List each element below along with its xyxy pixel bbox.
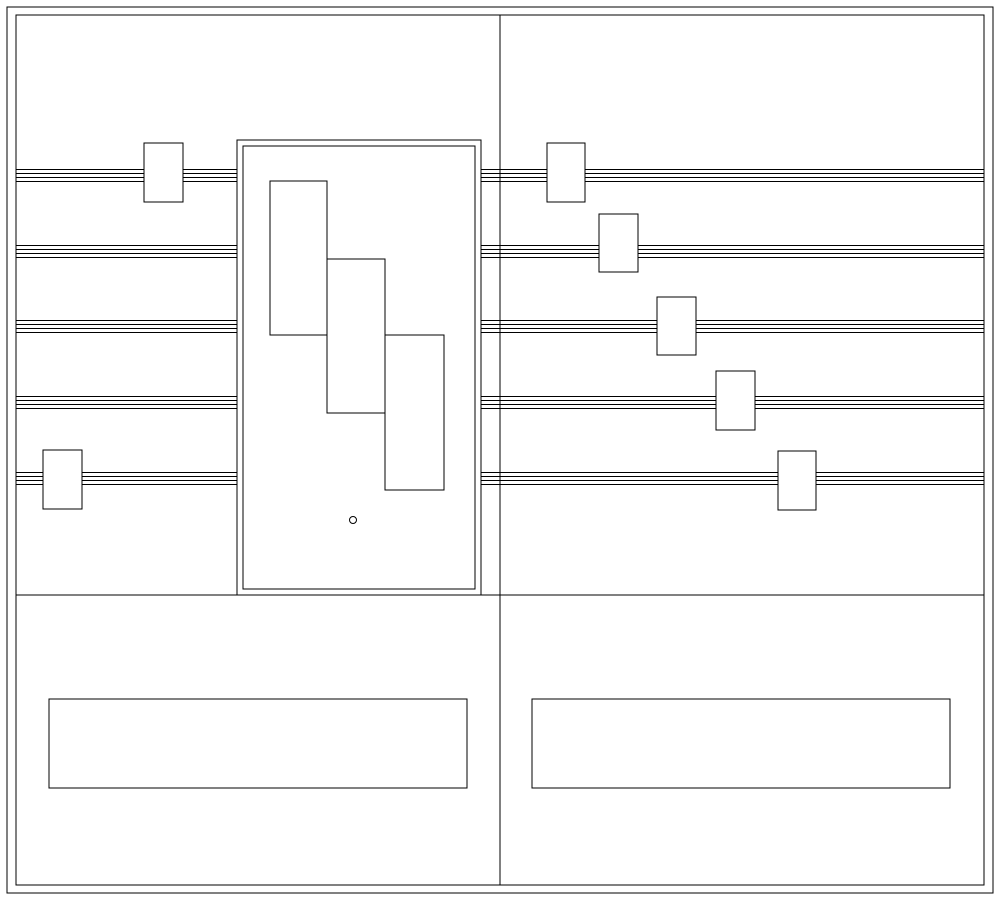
outer-border xyxy=(6,6,994,894)
outer-frame xyxy=(6,6,994,894)
center-step-block xyxy=(384,334,445,491)
right-staff-block xyxy=(656,296,697,356)
right-staff-block xyxy=(546,142,586,203)
right-staff-block xyxy=(715,370,756,431)
staff-blocks xyxy=(42,142,817,511)
bottom-left-panel xyxy=(48,698,468,789)
left-staff-block xyxy=(42,449,83,510)
center-dot xyxy=(349,516,357,524)
bottom-panels xyxy=(48,698,951,789)
right-staff-block xyxy=(777,450,817,511)
right-staff-block xyxy=(598,213,639,273)
left-staff-block xyxy=(143,142,184,203)
center-step-block xyxy=(326,258,386,414)
bottom-right-panel xyxy=(531,698,951,789)
center-panel xyxy=(236,139,482,596)
center-step-block xyxy=(269,180,328,336)
